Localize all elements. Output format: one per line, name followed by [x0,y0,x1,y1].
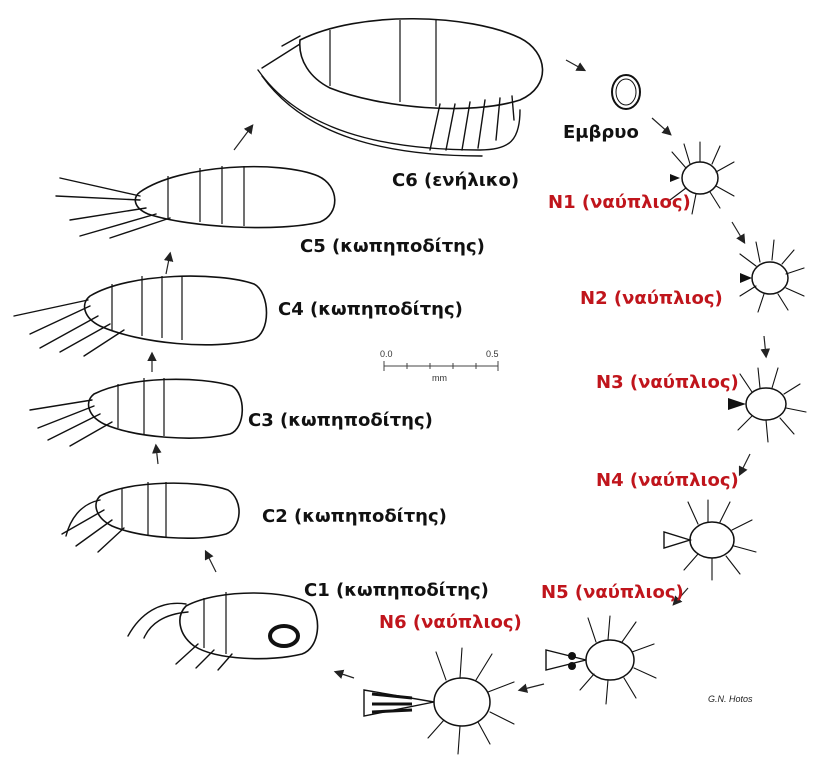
c4-copepodite [14,276,267,356]
arrow-n5-to-n6 [520,684,544,690]
n2-nauplius [740,240,804,312]
label-n5: N5 (ναύπλιος) [541,584,684,602]
n4-nauplius [664,500,756,580]
arrow-c5-to-c6 [234,126,252,150]
arrow-c6-to-embryo [566,60,584,70]
scale-unit-label: mm [432,373,447,383]
label-c2: C2 (κωπηποδίτης) [262,508,447,526]
label-n2: N2 (ναύπλιος) [580,290,723,308]
label-c6: C6 (ενήλικο) [392,172,519,190]
n6-nauplius [364,648,514,754]
embryo-egg [612,75,640,109]
c5-copepodite [56,166,335,238]
credit-text: G.N. Hotos [708,694,753,704]
c3-copepodite [30,378,242,446]
c1-copepodite [128,592,318,670]
arrow-n6-to-c1 [336,672,354,678]
arrow-c1-to-c2 [206,552,216,572]
label-n1: N1 (ναύπλιος) [548,194,691,212]
label-c1: C1 (κωπηποδίτης) [304,582,489,600]
n5-nauplius [546,616,656,704]
label-c3: C3 (κωπηποδίτης) [248,412,433,430]
arrow-c2-to-c3 [156,446,158,464]
arrow-n2-to-n3 [764,336,766,356]
label-c4: C4 (κωπηποδίτης) [278,301,463,319]
label-n4: N4 (ναύπλιος) [596,472,739,490]
label-n6: N6 (ναύπλιος) [379,614,522,632]
arrow-n3-to-n4 [740,454,750,474]
arrow-c4-to-c5 [166,254,170,274]
c2-copepodite [62,482,239,552]
scale-bar [384,361,498,371]
scale-end-label: 0.5 [486,349,499,359]
label-embryo: Εμβρυο [563,124,639,142]
scale-start-label: 0.0 [380,349,393,359]
c6-adult-copepod [258,19,543,156]
arrow-embryo-to-n1 [652,118,670,134]
n3-nauplius [728,368,806,442]
label-c5: C5 (κωπηποδίτης) [300,238,485,256]
label-n3: N3 (ναύπλιος) [596,374,739,392]
arrow-n1-to-n2 [732,222,744,242]
